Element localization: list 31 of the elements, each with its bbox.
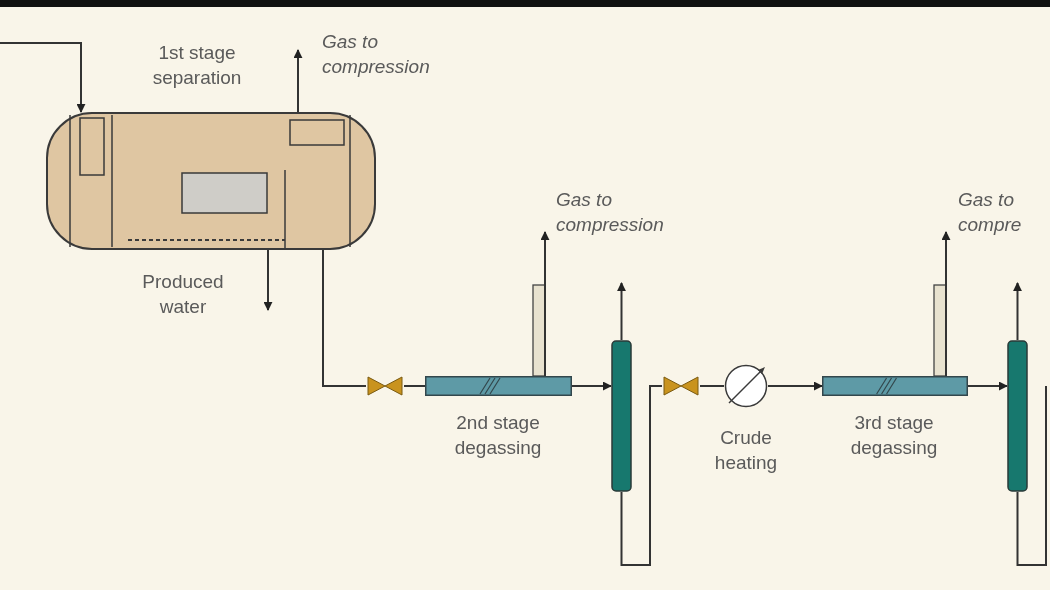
vessel <box>46 112 376 250</box>
pipe-arrow <box>263 249 273 311</box>
pipe-arrow <box>617 282 626 341</box>
gas-outlet-label: Gas to compression <box>322 30 431 79</box>
pipe-arrow <box>0 42 86 113</box>
pipe-arrow <box>1013 282 1022 341</box>
valve-symbol <box>662 375 700 397</box>
pipe-line <box>1016 385 1047 566</box>
pipe-line <box>403 385 426 387</box>
valve-symbol <box>366 375 404 397</box>
equipment-label: 1st stage separation <box>151 41 243 90</box>
pipe-line <box>322 249 367 387</box>
equipment-label: 3rd stage degassing <box>849 411 939 460</box>
pipe-line <box>699 385 725 387</box>
pipe-arrow <box>941 231 951 377</box>
pipe-arrow <box>293 49 303 113</box>
outlet-label: Produced water <box>141 270 225 319</box>
vessel <box>1007 340 1028 492</box>
gas-outlet-label: Gas to compre <box>958 188 1023 237</box>
degassing-pipe <box>822 376 968 396</box>
pipe-arrow <box>767 381 823 391</box>
pipe-line <box>620 385 663 566</box>
pipe-arrow <box>571 381 612 391</box>
equipment-label: 2nd stage degassing <box>453 411 543 460</box>
gas-outlet-label: Gas to compression <box>556 188 665 237</box>
pipe-arrow <box>967 381 1008 391</box>
vessel <box>611 340 632 492</box>
degassing-pipe <box>425 376 572 396</box>
heater-symbol <box>724 364 768 408</box>
equipment-label: Crude heating <box>713 426 779 475</box>
pipe-arrow <box>540 231 550 377</box>
